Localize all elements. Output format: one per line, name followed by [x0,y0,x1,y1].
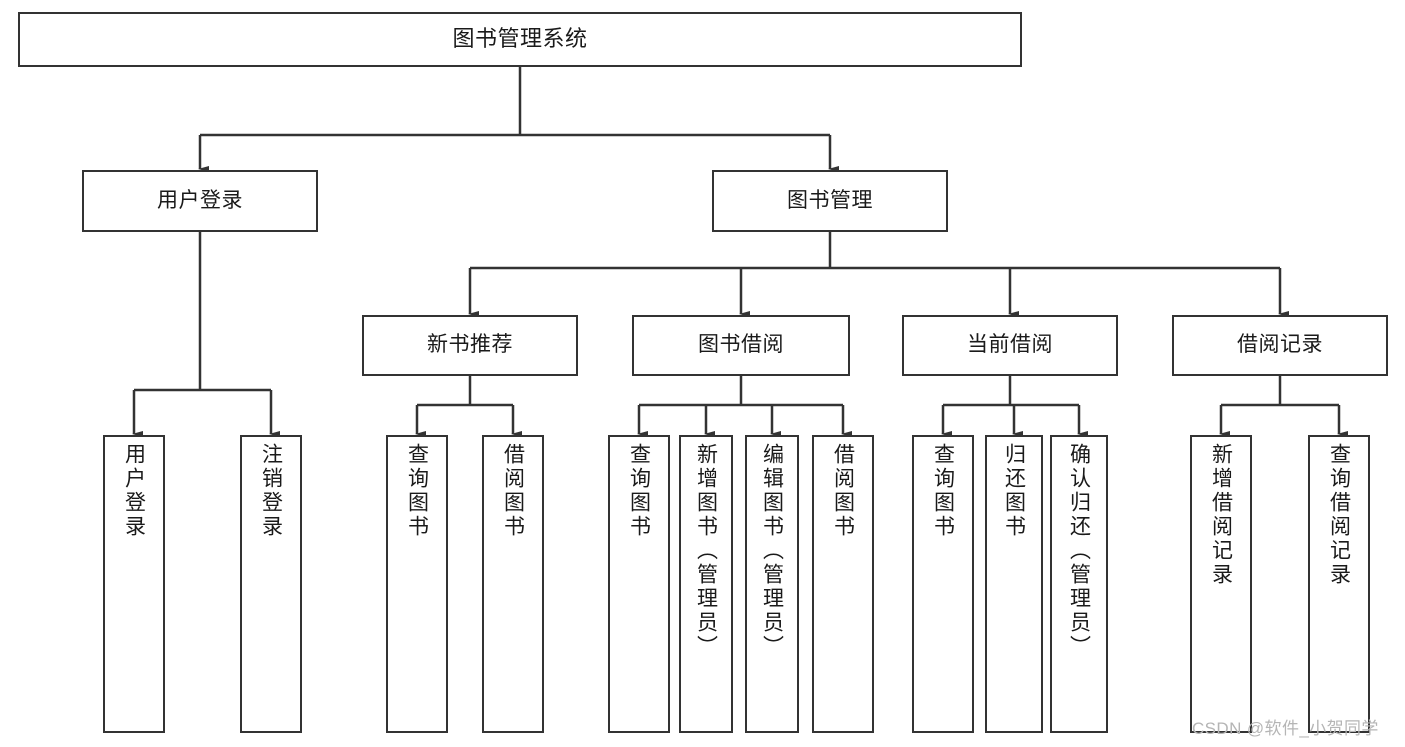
node-leaf-borrow-book-2[interactable]: 借阅图书 [812,435,874,733]
node-leaf-user-logout[interactable]: 注销登录 [240,435,302,733]
node-leaf-query-book-2[interactable]: 查询图书 [608,435,670,733]
node-label: 新增借阅记录 [1209,443,1233,587]
node-leaf-borrow-book-1[interactable]: 借阅图书 [482,435,544,733]
node-leaf-query-record[interactable]: 查询借阅记录 [1308,435,1370,733]
node-label: 确认归还（管理员） [1067,443,1091,659]
node-label: 查询图书 [405,443,429,539]
node-label: 图书管理 [787,188,873,212]
node-leaf-add-record[interactable]: 新增借阅记录 [1190,435,1252,733]
node-label: 新书推荐 [427,333,513,357]
node-leaf-add-book[interactable]: 新增图书（管理员） [679,435,733,733]
node-label: 用户登录 [122,443,146,539]
node-label: 归还图书 [1002,443,1026,539]
node-user-login[interactable]: 用户登录 [82,170,318,232]
node-label: 当前借阅 [967,333,1053,357]
node-label: 借阅图书 [831,443,855,539]
node-leaf-return-book[interactable]: 归还图书 [985,435,1043,733]
node-new-book-rec[interactable]: 新书推荐 [362,315,578,376]
node-label: 图书管理系统 [452,26,588,52]
node-label: 图书借阅 [698,333,784,357]
node-label: 查询图书 [931,443,955,539]
node-label: 新增图书（管理员） [694,443,718,659]
node-leaf-confirm-return[interactable]: 确认归还（管理员） [1050,435,1108,733]
node-leaf-query-book-3[interactable]: 查询图书 [912,435,974,733]
node-label: 查询借阅记录 [1327,443,1351,587]
node-label: 注销登录 [259,443,283,539]
node-leaf-edit-book[interactable]: 编辑图书（管理员） [745,435,799,733]
csdn-watermark: CSDN @软件_小贺同学 [1192,719,1379,738]
node-label: 借阅记录 [1237,333,1323,357]
node-book-manage[interactable]: 图书管理 [712,170,948,232]
node-label: 借阅图书 [501,443,525,539]
node-label: 查询图书 [627,443,651,539]
node-label: 编辑图书（管理员） [760,443,784,659]
node-leaf-query-book-1[interactable]: 查询图书 [386,435,448,733]
node-borrow-record[interactable]: 借阅记录 [1172,315,1388,376]
node-root[interactable]: 图书管理系统 [18,12,1022,67]
node-leaf-user-login[interactable]: 用户登录 [103,435,165,733]
node-book-borrow[interactable]: 图书借阅 [632,315,850,376]
node-current-borrow[interactable]: 当前借阅 [902,315,1118,376]
node-label: 用户登录 [157,188,243,212]
